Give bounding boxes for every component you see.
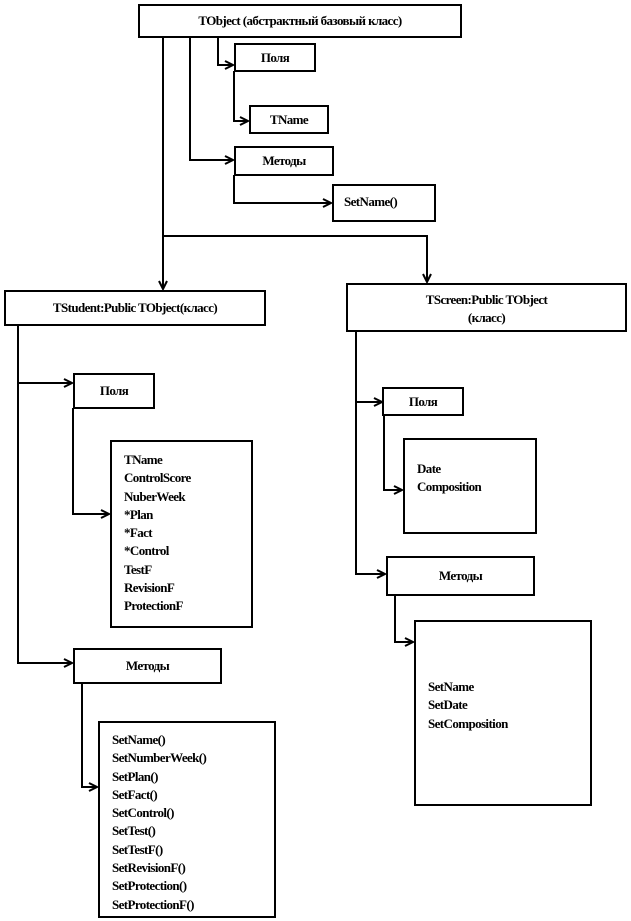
arrow-fields-to-tname bbox=[233, 71, 248, 121]
fields-label: Поля bbox=[408, 393, 438, 409]
list-item: SetPlan() bbox=[112, 768, 158, 784]
arrow-screen-fields-list bbox=[383, 415, 402, 490]
tstudent-fields-list: TName ControlScore NuberWeek *Plan *Fact… bbox=[110, 440, 253, 628]
tstudent-fields-box: Поля bbox=[73, 373, 155, 409]
list-item: ProtectionF bbox=[124, 598, 183, 614]
methods-label: Методы bbox=[438, 568, 483, 583]
arrow-student-fields-list bbox=[72, 408, 109, 514]
list-item: SetRevisionF() bbox=[112, 860, 186, 876]
list-item: *Fact bbox=[124, 525, 153, 541]
field-label: TName bbox=[269, 111, 309, 127]
tscreen-fields-box: Поля bbox=[382, 387, 464, 416]
list-item: RevisionF bbox=[124, 580, 175, 596]
tstudent-methods-box: Методы bbox=[73, 648, 222, 684]
tstudent-title: TStudent:Public TObject(класс) bbox=[52, 300, 218, 315]
tstudent-box: TStudent:Public TObject(класс) bbox=[4, 290, 266, 326]
tscreen-title: TScreen:Public TObject bbox=[425, 292, 548, 307]
list-item: SetDate bbox=[428, 697, 468, 713]
methods-label: Методы bbox=[262, 153, 306, 168]
list-item: Date bbox=[417, 461, 441, 476]
list-item: *Plan bbox=[124, 506, 153, 522]
list-item: *Control bbox=[124, 543, 169, 559]
tobject-field-tname: TName bbox=[249, 105, 329, 134]
methods-label: Методы bbox=[125, 658, 170, 673]
list-item: SetTestF() bbox=[112, 841, 163, 857]
list-item: SetFact() bbox=[112, 786, 158, 802]
tscreen-box: TScreen:Public TObject (класс) bbox=[346, 283, 627, 332]
tscreen-methods-list: SetName SetDate SetComposition bbox=[414, 620, 592, 806]
tobject-fields-box: Поля bbox=[234, 43, 316, 72]
arrow-student-to-fields bbox=[17, 325, 72, 383]
tscreen-methods-box: Методы bbox=[386, 556, 535, 596]
list-item: SetProtection() bbox=[112, 878, 187, 894]
arrow-student-to-methods bbox=[17, 383, 72, 663]
arrow-student-methods-list bbox=[81, 684, 97, 787]
list-item: Composition bbox=[417, 479, 482, 495]
tobject-box: TObject (абстрактный базовый класс) bbox=[138, 4, 462, 38]
list-item: SetName bbox=[428, 679, 474, 694]
list-item: SetProtectionF() bbox=[112, 896, 194, 912]
tobject-method-setname: SetName() bbox=[332, 184, 436, 222]
tscreen-fields-list: Date Composition bbox=[403, 438, 537, 534]
tobject-methods-box: Методы bbox=[234, 146, 334, 176]
list-item: TName bbox=[124, 452, 163, 467]
list-item: SetTest() bbox=[112, 823, 156, 839]
tscreen-subtitle: (класс) bbox=[467, 310, 506, 325]
arrow-screen-to-fields bbox=[355, 331, 382, 402]
list-item: ControlScore bbox=[124, 470, 191, 486]
fields-label: Поля bbox=[99, 383, 129, 398]
arrow-methods-to-setname bbox=[233, 175, 331, 203]
list-item: SetName() bbox=[112, 732, 166, 747]
list-item: SetNumberWeek() bbox=[112, 750, 207, 766]
list-item: SetComposition bbox=[428, 715, 508, 731]
arrow-root-to-screen bbox=[163, 235, 427, 282]
tstudent-methods-list: SetName() SetNumberWeek() SetPlan() SetF… bbox=[98, 721, 276, 918]
arrow-root-to-fields bbox=[217, 37, 233, 65]
list-item: TestF bbox=[124, 561, 152, 577]
list-item: NuberWeek bbox=[124, 488, 186, 504]
arrow-screen-methods-list bbox=[394, 595, 413, 642]
fields-label: Поля bbox=[260, 49, 290, 65]
list-item: SetControl() bbox=[112, 805, 174, 821]
method-label: SetName() bbox=[344, 194, 398, 209]
tobject-title: TObject (абстрактный базовый класс) bbox=[198, 13, 402, 28]
arrow-root-to-methods bbox=[189, 37, 233, 160]
arrow-screen-to-methods bbox=[355, 402, 385, 574]
